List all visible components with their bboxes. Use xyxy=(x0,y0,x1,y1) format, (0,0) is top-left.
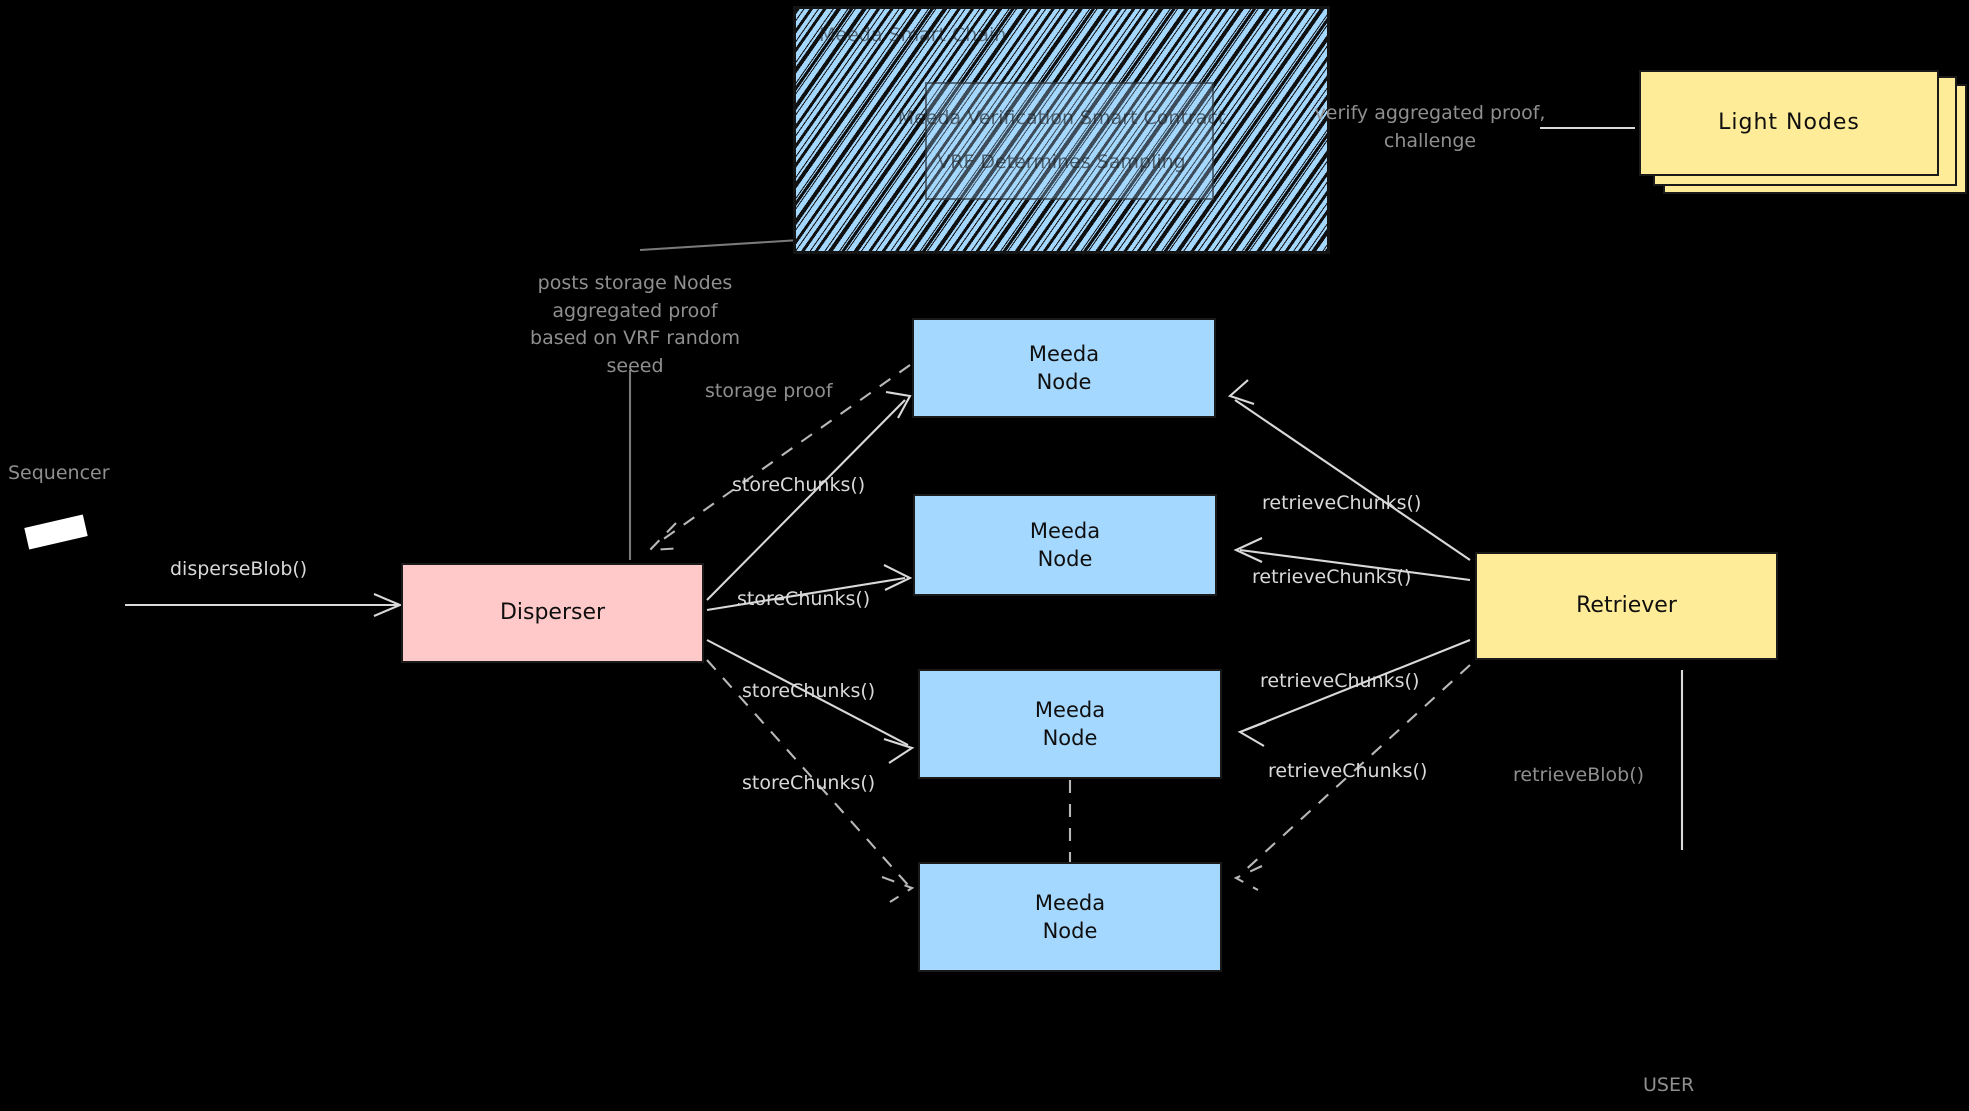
label-store-chunks-4: storeChunks() xyxy=(742,772,876,794)
arrowhead-retrieve-2 xyxy=(1233,537,1263,563)
disperser-box[interactable]: Disperser xyxy=(401,563,704,663)
user-label: USER xyxy=(1643,1074,1695,1096)
label-storage-proof: storage proof xyxy=(705,380,833,402)
edge-retrieve-4 xyxy=(1239,664,1471,876)
label-disperse-blob: disperseBlob() xyxy=(170,558,308,580)
sequencer-label: Sequencer xyxy=(8,462,110,484)
edge-retrieve-2 xyxy=(1239,548,1471,582)
edge-chain-stub xyxy=(639,238,801,252)
edge-store-4 xyxy=(706,659,909,886)
label-retrieve-chunks-3: retrieveChunks() xyxy=(1260,670,1420,692)
label-store-chunks-1: storeChunks() xyxy=(732,474,866,496)
arrowhead-store-1 xyxy=(885,390,912,419)
arrowhead-store-3 xyxy=(883,738,915,764)
edge-retrieve-3 xyxy=(1244,639,1471,731)
arrowhead-store-4 xyxy=(881,876,915,903)
chain-hatch-fill xyxy=(793,6,1330,254)
arrowhead-storage-proof xyxy=(647,522,685,552)
label-posts-proof: posts storage Nodes aggregated proof bas… xyxy=(530,272,740,377)
label-retrieve-blob: retrieveBlob() xyxy=(1513,764,1645,786)
light-nodes-box[interactable]: Light Nodes xyxy=(1639,70,1939,176)
edge-store-3 xyxy=(706,639,909,746)
arrowhead-disperse xyxy=(373,593,403,617)
label-store-chunks-3: storeChunks() xyxy=(742,680,876,702)
edge-storage-proof xyxy=(654,364,911,546)
arrowhead-retrieve-1 xyxy=(1227,379,1255,405)
contract-subtitle: VRF Determines Sampling xyxy=(937,151,1186,173)
label-retrieve-chunks-2: retrieveChunks() xyxy=(1252,566,1412,588)
edge-retrieve-1 xyxy=(1234,399,1471,561)
retriever-box[interactable]: Retriever xyxy=(1475,552,1778,660)
label-retrieve-chunks-1: retrieveChunks() xyxy=(1262,492,1422,514)
label-retrieve-chunks-4: retrieveChunks() xyxy=(1268,760,1428,782)
edge-store-2 xyxy=(706,576,906,612)
arrowhead-store-2 xyxy=(883,564,913,591)
label-store-chunks-2: storeChunks() xyxy=(737,588,871,610)
edge-store-1 xyxy=(706,399,906,601)
arrowhead-retrieve-3 xyxy=(1237,721,1267,747)
verification-contract-box[interactable] xyxy=(925,82,1214,200)
contract-title: Meeda Verification Smart Contract xyxy=(897,107,1226,129)
meeda-smart-chain[interactable]: Meeda Smart Chain Meeda Verification Sma… xyxy=(793,6,1330,254)
label-verify-challenge: verify aggregated proof, challenge xyxy=(1314,102,1546,152)
chain-title: Meeda Smart Chain xyxy=(819,24,1007,46)
arrowhead-retrieve-4 xyxy=(1233,865,1263,891)
